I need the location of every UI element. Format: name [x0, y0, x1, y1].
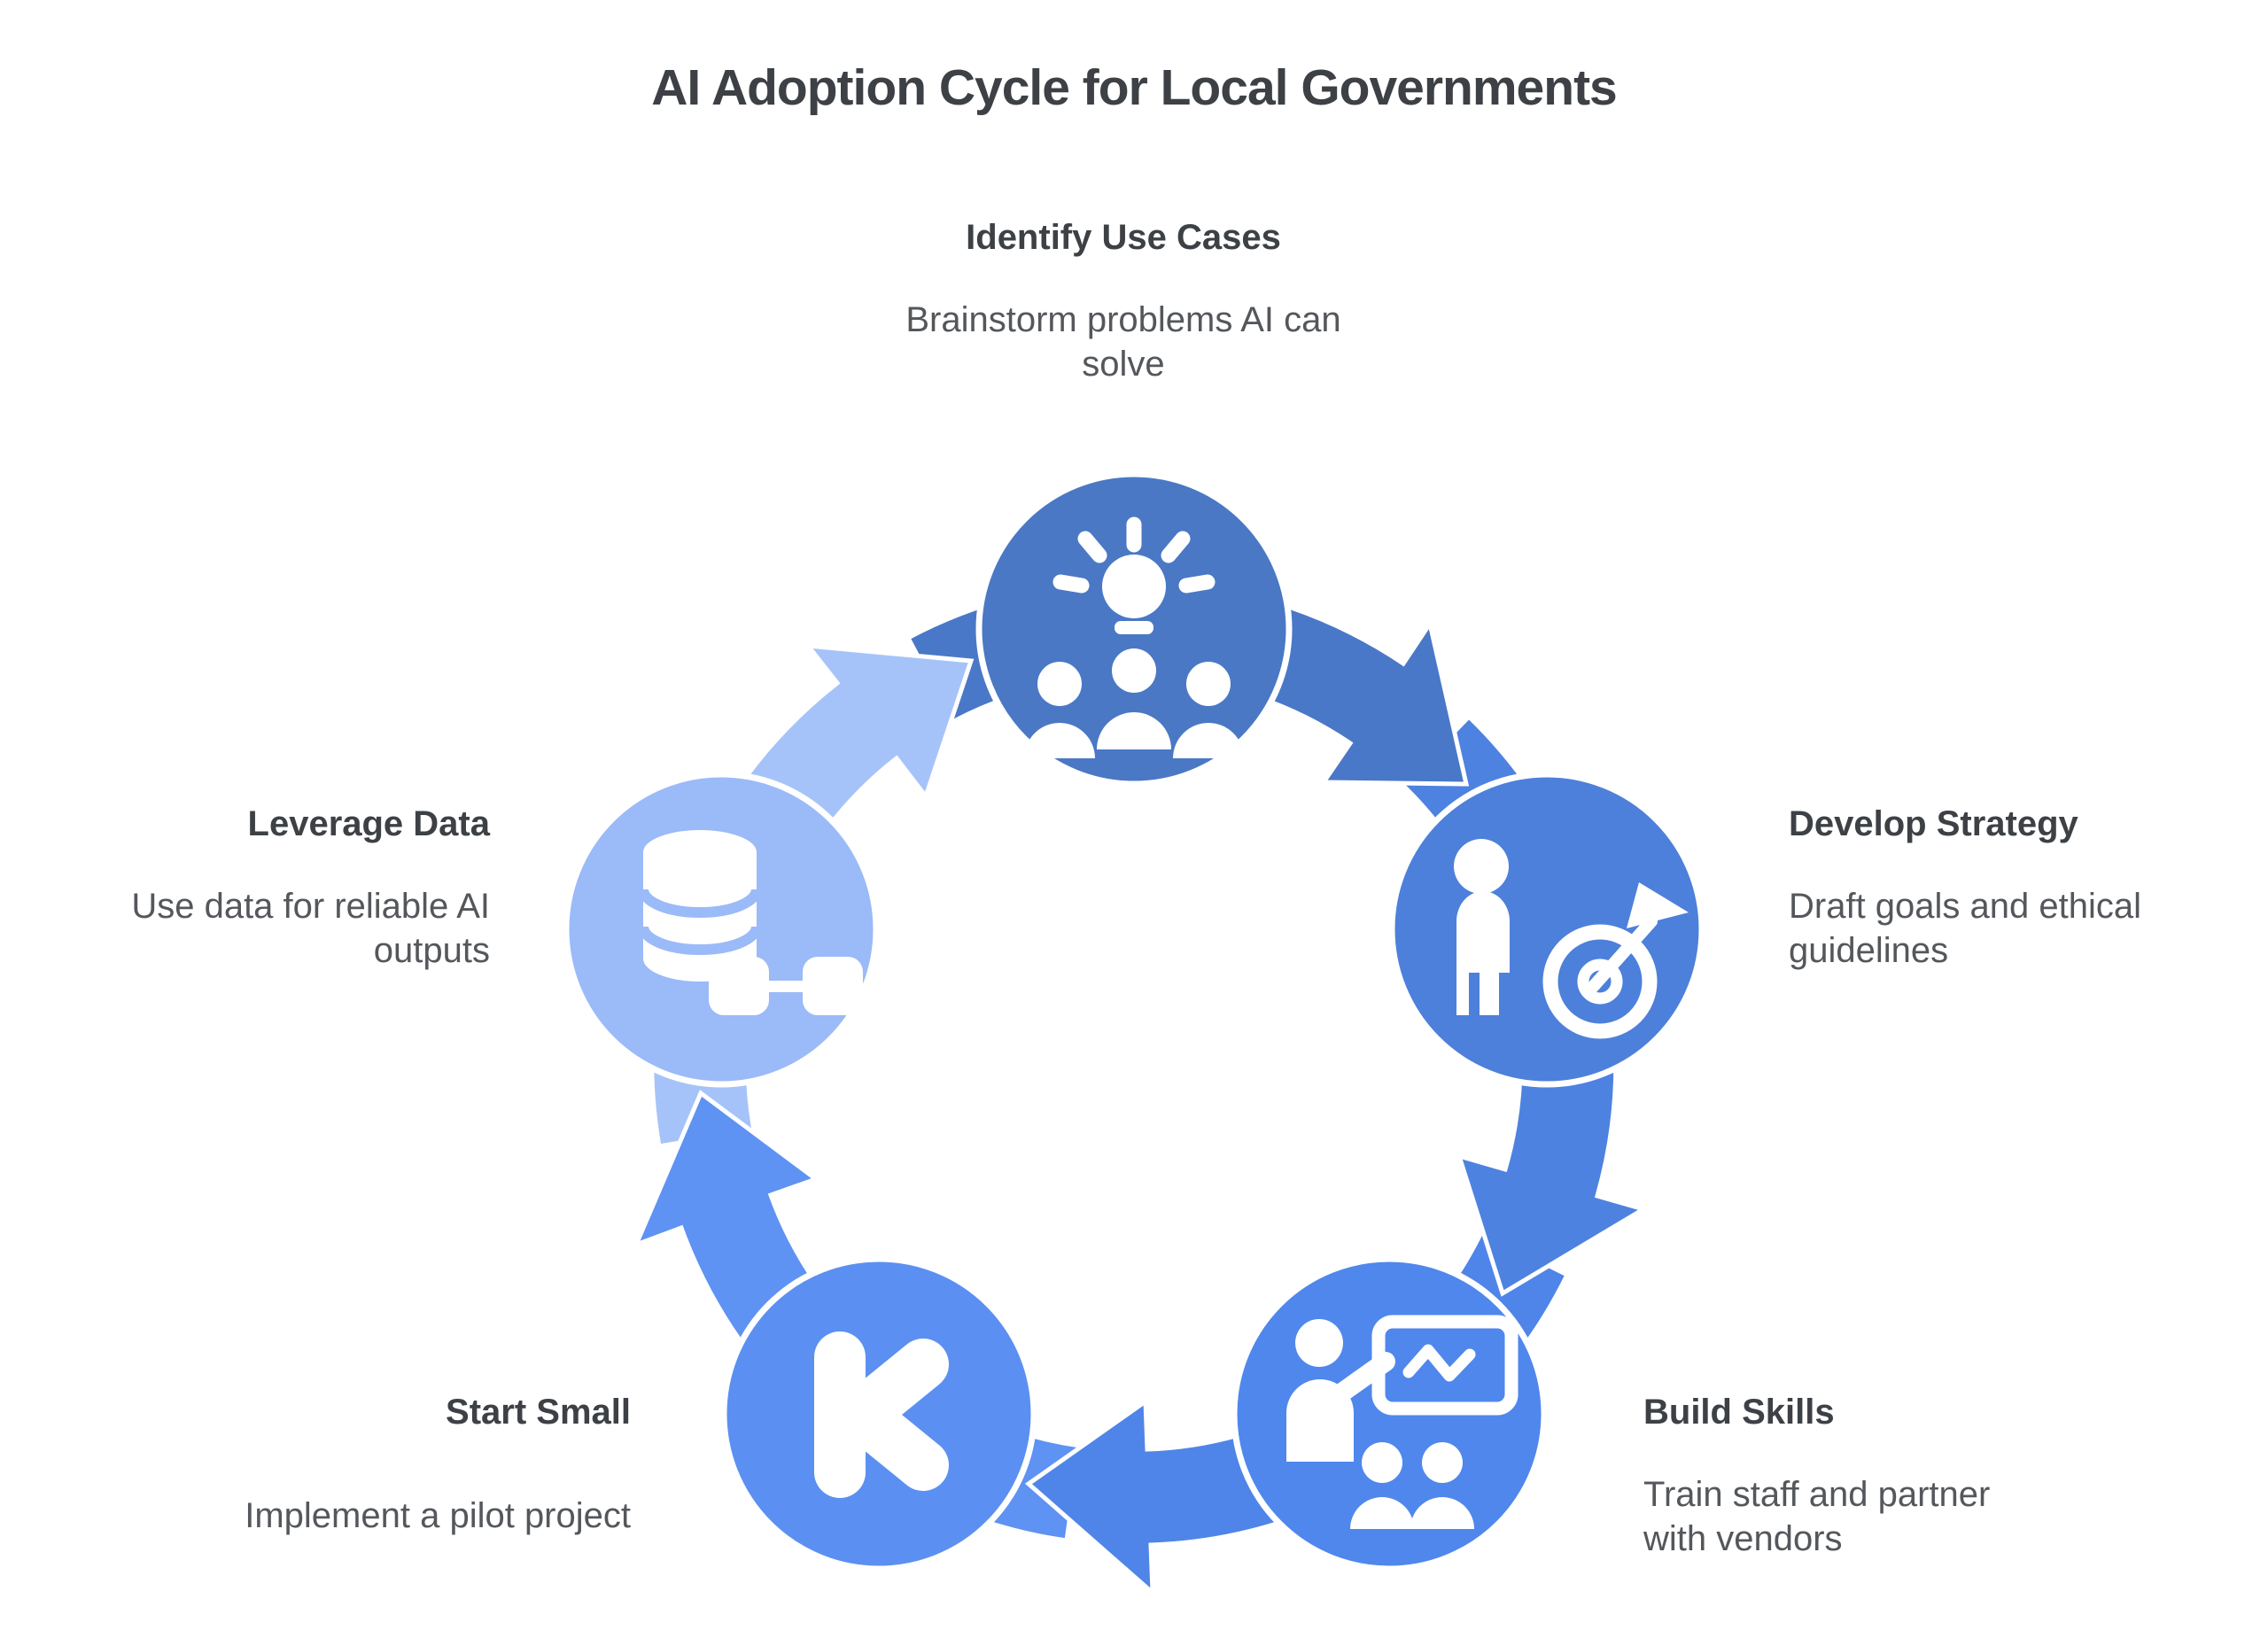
database-link-icon — [638, 830, 863, 1015]
node-develop-strategy — [1388, 771, 1705, 1088]
desc-leverage-data: Use data for reliable AI outputs — [131, 887, 490, 970]
label-identify-use-cases: Identify Use Cases — [966, 218, 1281, 257]
label-develop-strategy: Develop Strategy — [1789, 804, 2078, 843]
label-leverage-data: Leverage Data — [247, 804, 490, 843]
page-title: AI Adoption Cycle for Local Governments — [651, 59, 1618, 116]
person-target-dart-icon — [1454, 839, 1689, 1039]
desc-build-skills: Train staff and partner with vendors — [1643, 1475, 1991, 1558]
cycle-nodes — [563, 470, 1705, 1572]
kickstarter-k-icon — [814, 1331, 949, 1498]
brainstorm-lightbulb-people-icon — [1024, 516, 1244, 758]
desc-start-small: Implement a pilot project — [245, 1496, 631, 1535]
label-start-small: Start Small — [446, 1393, 631, 1432]
label-build-skills: Build Skills — [1643, 1393, 1835, 1432]
desc-identify-use-cases: Brainstorm problems AI can solve — [905, 300, 1341, 384]
trainer-whiteboard-icon — [1286, 1315, 1518, 1529]
desc-develop-strategy: Draft goals and ethical guidelines — [1789, 887, 2142, 970]
